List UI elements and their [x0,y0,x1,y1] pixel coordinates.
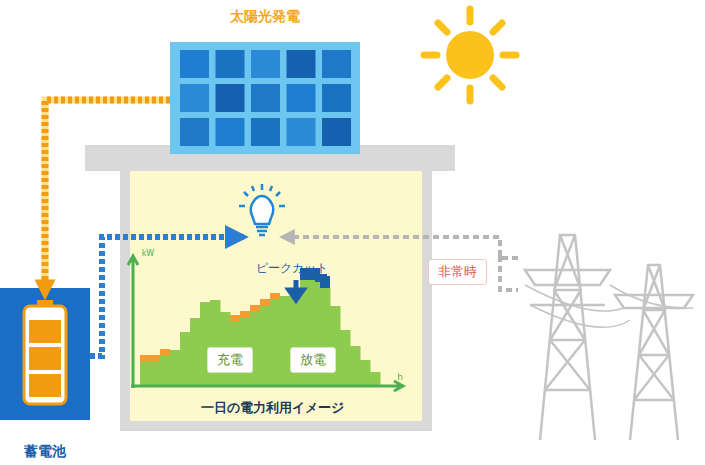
power-chart [128,256,403,391]
peak-cut-label: ピークカット [256,262,328,274]
grid-wire-down [500,256,518,290]
charge-box: 充電 [207,347,253,373]
sun [424,9,516,101]
solar-panel-node: 太陽光発電 [170,8,360,154]
solar-panel [170,42,360,154]
house [85,145,455,431]
emergency-box: 非常時 [428,259,487,285]
power-connector [45,100,170,292]
battery-unit [0,288,90,420]
battery-node: 蓄電池 [0,288,90,460]
axis-unit-label: h [397,373,403,382]
node-text: 太陽光発電 [230,8,300,25]
light-bulb [239,184,285,235]
node-text: 充電 [217,352,243,368]
node-text: 蓄電池 [24,443,66,460]
connector-backing [45,100,170,292]
discharge-box: 放電 [290,347,336,373]
grid-wire [282,237,518,258]
axis-unit-label: kW [142,250,155,258]
node-text: 非常時 [438,264,477,280]
transmission-towers [525,235,693,440]
battery-wire [90,237,244,356]
chart-title: 一日の電力利用イメージ [201,401,344,414]
node-text: 放電 [300,352,326,368]
